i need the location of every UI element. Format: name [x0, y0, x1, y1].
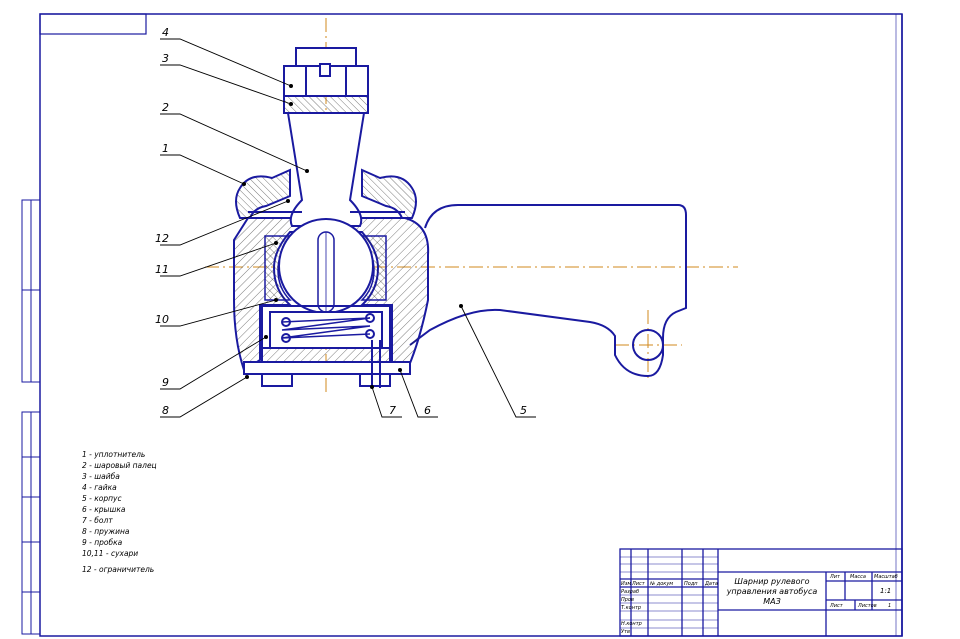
svg-text:Т.контр: Т.контр — [621, 605, 641, 611]
svg-text:Утв: Утв — [621, 629, 630, 635]
callout-8: 8 — [162, 404, 169, 417]
drawing-title: МАЗ — [763, 597, 781, 606]
callout-4: 4 — [162, 26, 169, 39]
legend-item: 6 - крышка — [82, 505, 126, 514]
callout-9: 9 — [162, 376, 169, 389]
svg-text:Дата: Дата — [704, 581, 718, 587]
sheet-frame — [39, 13, 903, 637]
svg-text:Пров: Пров — [621, 597, 634, 603]
svg-text:1:1: 1:1 — [880, 587, 891, 595]
drawing-title: Шарнир рулевого — [734, 577, 809, 586]
housing-section — [233, 217, 430, 372]
nut-washer — [283, 47, 369, 114]
svg-text:Н.контр: Н.контр — [621, 621, 642, 627]
svg-text:Изм: Изм — [621, 581, 631, 587]
svg-text:Разраб: Разраб — [621, 589, 639, 595]
cover-bolts — [243, 340, 411, 388]
spring-assembly — [261, 305, 391, 363]
svg-text:Масса: Масса — [850, 574, 866, 580]
legend-item: 9 - пробка — [82, 538, 123, 547]
leader-dots — [242, 84, 463, 389]
side-stamp — [21, 199, 41, 635]
legend-item: 7 - болт — [82, 516, 113, 525]
leader-lines — [160, 38, 536, 418]
drawing-title: управления автобуса — [726, 587, 818, 596]
svg-text:Листов: Листов — [857, 603, 877, 609]
legend-item: 4 - гайка — [82, 483, 117, 492]
svg-text:Подп: Подп — [684, 581, 698, 587]
callout-3: 3 — [162, 52, 169, 65]
callout-1: 1 — [162, 142, 169, 155]
svg-text:Лист: Лист — [829, 603, 844, 609]
title-block: Изм Лист № докум Подп Дата Разраб Пров Т… — [619, 548, 903, 637]
legend-item: 2 - шаровый палец — [82, 461, 157, 470]
svg-text:Масштаб: Масштаб — [874, 574, 898, 580]
callout-6: 6 — [424, 404, 431, 417]
ball-pin — [278, 112, 374, 314]
svg-text:Лит: Лит — [829, 574, 841, 580]
legend-item: 12 - ограничитель — [82, 565, 154, 574]
legend-item: 8 - пружина — [82, 527, 130, 536]
housing-arm — [409, 204, 687, 378]
boot-seal — [235, 168, 417, 219]
svg-text:№ докум: № докум — [649, 581, 673, 587]
legend-item: 10,11 - сухари — [82, 549, 138, 558]
legend-item: 3 - шайба — [82, 472, 120, 481]
callout-10: 10 — [155, 313, 169, 326]
callout-labels: 4 3 2 1 12 11 10 9 8 5 6 7 — [155, 26, 527, 417]
callout-12: 12 — [155, 232, 169, 245]
callout-7: 7 — [389, 404, 396, 417]
svg-text:1: 1 — [888, 603, 891, 609]
legend-item: 1 - уплотнитель — [82, 450, 145, 459]
callout-2: 2 — [162, 101, 169, 114]
svg-text:Лист: Лист — [631, 581, 646, 587]
parts-legend: 1 - уплотнитель 2 - шаровый палец 3 - ша… — [82, 450, 157, 574]
callout-5: 5 — [520, 404, 527, 417]
legend-item: 5 - корпус — [82, 494, 122, 503]
callout-11: 11 — [155, 263, 169, 276]
